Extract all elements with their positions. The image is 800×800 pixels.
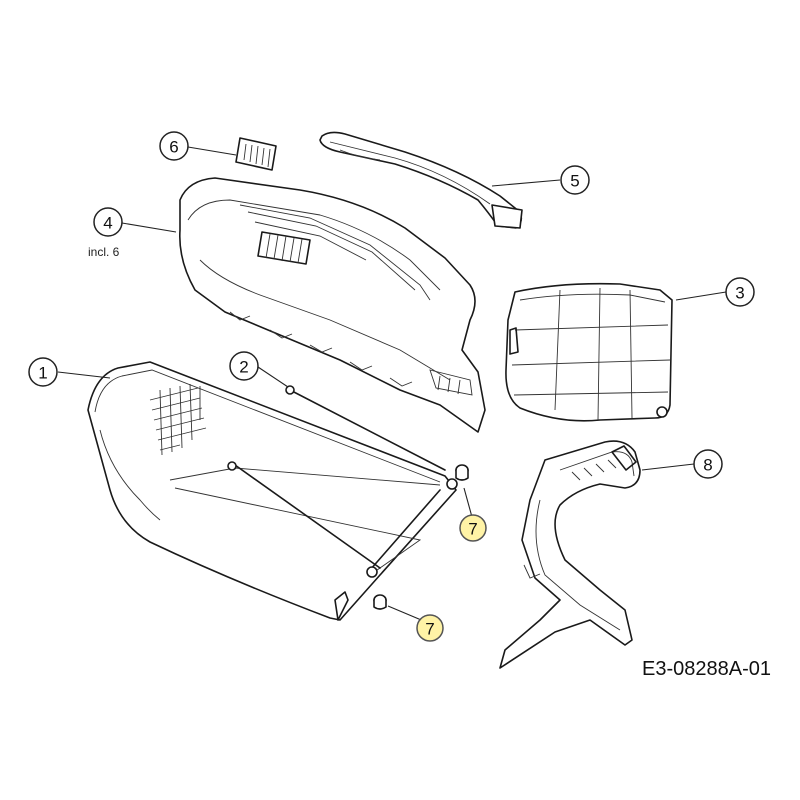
callout-4: 4 incl. 6 <box>88 207 123 259</box>
callout-5: 5 <box>560 165 590 195</box>
callout-6: 6 <box>159 131 189 161</box>
callout-label: 8 <box>703 456 712 475</box>
callout-2: 2 <box>229 351 259 381</box>
callout-3: 3 <box>725 277 755 307</box>
part-rear-cover <box>505 282 673 422</box>
callout-7-upper: 7 <box>459 514 487 542</box>
callout-label: 3 <box>735 284 744 303</box>
callout-label: 4 <box>103 214 112 233</box>
callout-label: 2 <box>239 358 248 377</box>
callout-8: 8 <box>693 449 723 479</box>
part-upper-cover <box>178 177 486 433</box>
callout-label: 7 <box>425 620 434 639</box>
callout-label: 1 <box>38 364 47 383</box>
drawing-code: E3-08288A-01 <box>642 658 771 680</box>
part-vent-grille <box>235 137 277 171</box>
part-flap-bracket <box>499 440 641 669</box>
callout-label: 5 <box>570 172 579 191</box>
leader-lines <box>57 146 727 623</box>
callout-label: 7 <box>468 520 477 539</box>
callout-7-lower: 7 <box>416 614 444 642</box>
callout-label: 6 <box>169 138 178 157</box>
part-handle <box>319 131 523 229</box>
callout-1: 1 <box>28 357 58 387</box>
part-grass-basket <box>87 361 458 621</box>
part-end-cap-lower <box>373 594 387 610</box>
callout-note: incl. 6 <box>88 245 120 259</box>
part-end-cap-upper <box>455 464 469 481</box>
